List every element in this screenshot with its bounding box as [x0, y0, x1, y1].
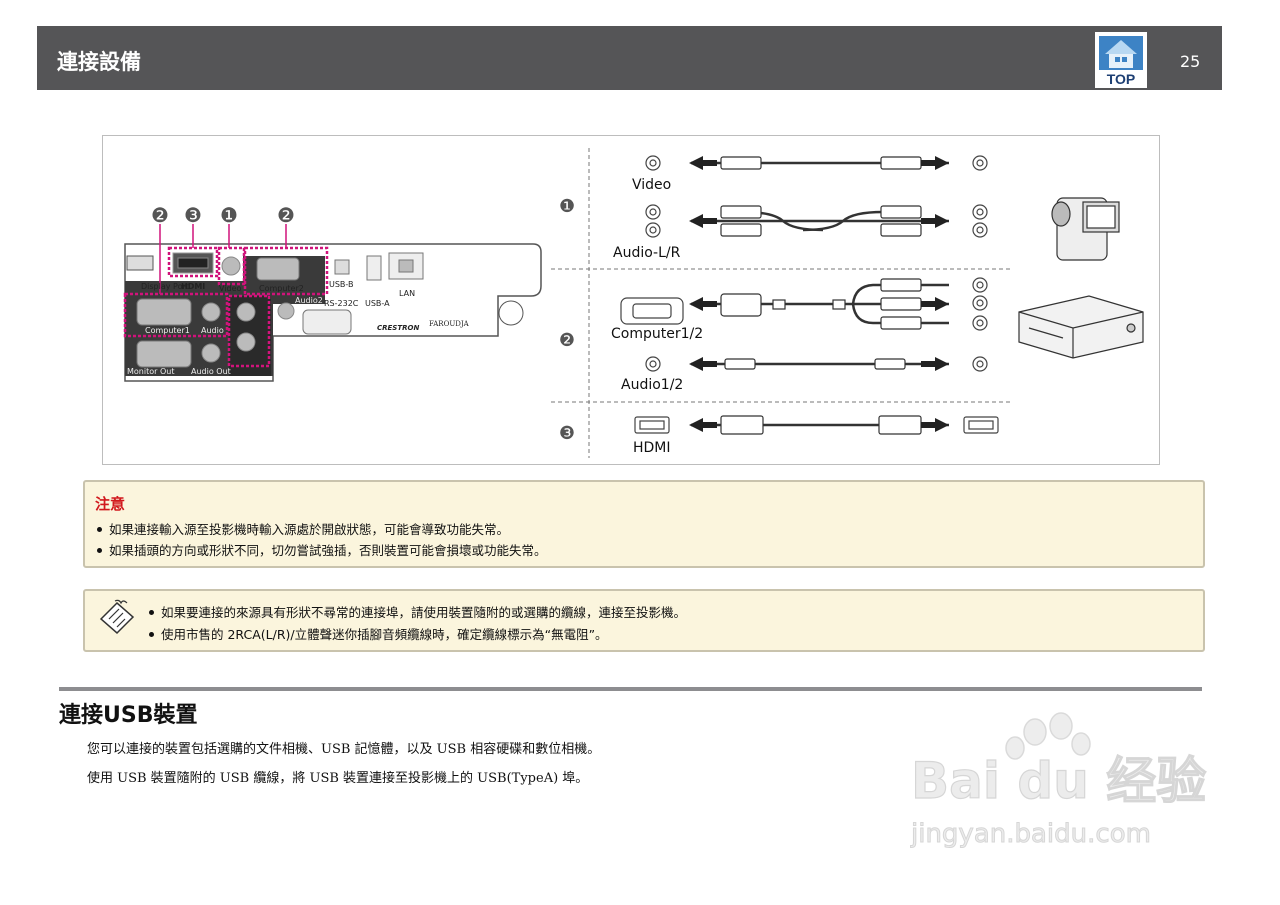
label-display-port: Display Port	[141, 282, 189, 291]
section-paragraph: 您可以連接的裝置包括選購的文件相機、USB 記憶體，以及 USB 相容硬碟和數位…	[87, 742, 601, 757]
svg-text:jingyan.baidu.com: jingyan.baidu.com	[910, 819, 1151, 849]
top-button[interactable]: TOP	[1095, 32, 1147, 88]
baidu-watermark-logo: Bai du 经验 jingyan.baidu.com	[910, 712, 1207, 850]
tip-box: 如果要連接的來源具有形狀不尋常的連接埠，請使用裝置隨附的或選購的纜線，連接至投影…	[83, 589, 1205, 652]
label-rs232c: RS-232C	[324, 299, 359, 308]
tip-item: 使用市售的 2RCA(L/R)/立體聲迷你插腳音頻纜線時，確定纜線標示為“無電阻…	[149, 624, 608, 643]
label-usb-b: USB-B	[329, 280, 354, 289]
badge-1: ❶	[220, 203, 238, 227]
label-audio-out: Audio Out	[191, 367, 231, 376]
connection-diagram: ❷ ❸ ❶ ❷ Display Port HDMI Video Computer…	[102, 135, 1160, 465]
label-computer1: Computer1	[145, 326, 190, 335]
tip-item: 如果要連接的來源具有形狀不尋常的連接埠，請使用裝置隨附的或選購的纜線，連接至投影…	[149, 602, 686, 621]
section-title: 連接USB裝置	[59, 703, 198, 728]
notice-heading: 注意	[95, 495, 126, 513]
memo-pencil-icon	[99, 599, 135, 635]
leader-lines	[159, 224, 287, 294]
label-crestron: CRESTRON	[377, 324, 419, 332]
label-video: Video	[219, 284, 242, 293]
page-header: 連接設備 TOP 25	[37, 26, 1222, 90]
page-title: 連接設備	[57, 50, 141, 74]
row-label-computer: Computer1/2	[611, 326, 703, 342]
port-badges: ❷ ❸ ❶ ❷	[151, 203, 295, 227]
label-audio2: Audio2	[295, 296, 323, 305]
section-divider	[59, 687, 1202, 691]
label-faroudja: FAROUDJA	[429, 320, 470, 328]
label-monitor-out: Monitor Out	[127, 367, 174, 376]
row-label-audio12: Audio1/2	[621, 377, 683, 393]
row-label-video: Video	[632, 177, 671, 193]
projector-panel	[124, 243, 542, 382]
row-label-audio-lr: Audio-L/R	[613, 245, 681, 261]
label-audio: Audio	[201, 326, 224, 335]
notice-item: 如果連接輸入源至投影機時輸入源處於開啟狀態，可能會導致功能失常。	[97, 519, 509, 538]
label-hdmi: HDMI	[181, 282, 205, 291]
row-badge-1: ❶	[559, 196, 575, 217]
badge-2-left: ❷	[151, 203, 169, 227]
notice-box: 注意 如果連接輸入源至投影機時輸入源處於開啟狀態，可能會導致功能失常。 如果插頭…	[83, 480, 1205, 568]
house-icon	[1105, 40, 1137, 54]
row-label-hdmi: HDMI	[633, 440, 671, 456]
label-usb-a: USB-A	[365, 299, 390, 308]
notice-item: 如果插頭的方向或形狀不同，切勿嘗試強插，否則裝置可能會損壞或功能失常。	[97, 540, 547, 559]
camcorder-icon	[1051, 197, 1120, 261]
badge-3: ❸	[184, 203, 202, 227]
label-lan: LAN	[399, 289, 415, 298]
page-number: 25	[1180, 52, 1201, 71]
badge-2-right: ❷	[277, 203, 295, 227]
label-computer2: Computer2	[259, 284, 304, 293]
row-badge-3: ❸	[559, 423, 575, 444]
svg-text:Bai du 经验: Bai du 经验	[911, 752, 1206, 810]
svg-text:TOP: TOP	[1107, 71, 1136, 87]
row-badge-2: ❷	[559, 330, 575, 351]
dvd-player-icon	[1018, 295, 1144, 359]
section-paragraph: 使用 USB 裝置隨附的 USB 纜線，將 USB 裝置連接至投影機上的 USB…	[87, 771, 589, 786]
